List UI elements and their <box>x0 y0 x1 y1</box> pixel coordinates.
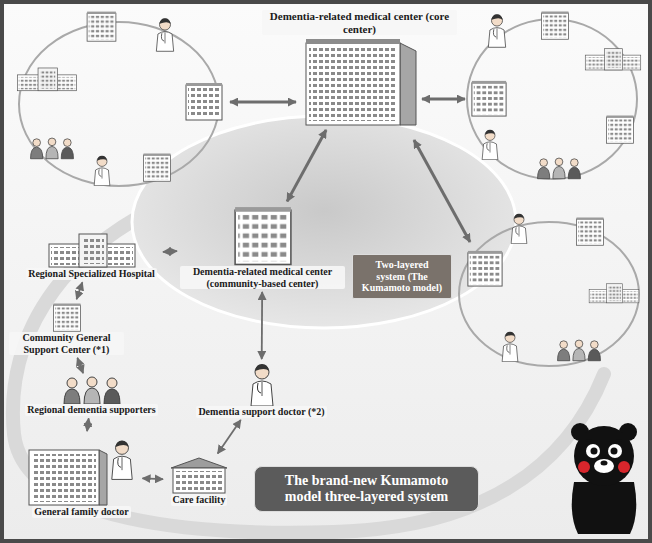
people-icon <box>64 377 120 404</box>
people-icon <box>538 158 581 179</box>
node-label: Community General Support Center (*1) <box>9 332 124 355</box>
mascot-bear <box>571 423 637 534</box>
node-icon <box>27 434 137 506</box>
doctor-icon <box>156 18 173 51</box>
hospital-icon <box>585 49 640 70</box>
node-label: Dementia-related medical center (communi… <box>180 266 345 289</box>
icon-part <box>591 448 598 455</box>
node-icon <box>248 362 276 406</box>
icon-part <box>608 444 622 458</box>
connector-arrow <box>163 250 177 253</box>
connector-arrow <box>142 477 163 480</box>
cluster-ring <box>459 222 639 366</box>
connector-arrow <box>77 282 83 299</box>
connector-arrow <box>77 358 83 373</box>
building-icon <box>87 12 116 42</box>
link-arrow <box>230 101 296 104</box>
building-icon <box>468 251 502 286</box>
hospital-node: Regional Specialized Hospital <box>23 232 160 280</box>
hospital-icon <box>589 284 639 303</box>
connector-arrow <box>261 292 263 359</box>
layer-title-box: The brand-new Kumamoto model three-layer… <box>254 466 479 512</box>
link-arrow <box>414 140 470 242</box>
people-icon <box>558 340 601 361</box>
node-label: Dementia-related medical center (core ce… <box>262 10 457 35</box>
icon-part <box>586 440 622 442</box>
node-label: Regional Specialized Hospital <box>26 268 157 280</box>
icon-part <box>574 426 634 486</box>
link-arrow <box>422 98 465 101</box>
icon-part <box>594 459 614 473</box>
people-icon <box>31 138 74 159</box>
doctor-icon <box>94 156 110 186</box>
node-icon <box>224 204 302 266</box>
building-icon <box>542 12 569 40</box>
community-center-node: Dementia-related medical center (communi… <box>180 204 345 289</box>
family-doctor-node: General family doctor <box>24 434 140 518</box>
doctor-icon <box>502 332 518 362</box>
icon-part <box>618 461 630 473</box>
node-label: Dementia support doctor (*2) <box>196 406 326 418</box>
connector-arrow <box>287 130 326 201</box>
core-center-node: Dementia-related medical center (core ce… <box>262 10 457 127</box>
icon-part <box>611 448 618 455</box>
node-label: General family doctor <box>32 506 130 518</box>
doctor-icon <box>251 364 273 406</box>
building-icon <box>235 207 291 264</box>
node-label: Two-layered system (The Kumamoto model) <box>359 259 445 294</box>
doctor-icon <box>511 214 527 244</box>
node-icon <box>300 35 420 127</box>
building-icon <box>607 116 634 144</box>
connector-arrow <box>218 420 241 454</box>
layer-label-box: Two-layered system (The Kumamoto model) <box>352 254 452 299</box>
supporters-node: Regional dementia supporters <box>22 376 161 416</box>
node-icon <box>62 376 122 404</box>
building-icon <box>186 83 222 120</box>
building-icon <box>144 154 171 182</box>
node-icon <box>169 456 229 494</box>
doctor-node: Dementia support doctor (*2) <box>193 362 330 418</box>
hospital-icon <box>49 234 135 267</box>
hospital-icon <box>17 68 76 91</box>
node-icon <box>50 302 84 332</box>
node-label: Care facility <box>171 494 228 506</box>
care-facility-node: Care facility <box>166 456 232 506</box>
building-icon <box>472 81 506 116</box>
icon-part <box>586 444 600 458</box>
familydoc-icon <box>29 440 132 505</box>
icon-part <box>578 461 590 473</box>
node-label: Regional dementia supporters <box>25 404 157 416</box>
connector-arrow <box>87 418 89 431</box>
node-label: The brand-new Kumamoto model three-layer… <box>263 473 470 505</box>
doctor-icon <box>482 130 498 160</box>
icon-part <box>572 482 637 534</box>
building-icon <box>53 304 80 332</box>
support-center-node: Community General Support Center (*1) <box>9 302 124 355</box>
care-icon <box>171 458 227 493</box>
node-icon <box>47 232 137 268</box>
building-icon <box>577 218 604 246</box>
bigbuilding-icon <box>306 39 416 125</box>
icon-part <box>601 461 608 466</box>
doctor-icon <box>488 14 505 47</box>
